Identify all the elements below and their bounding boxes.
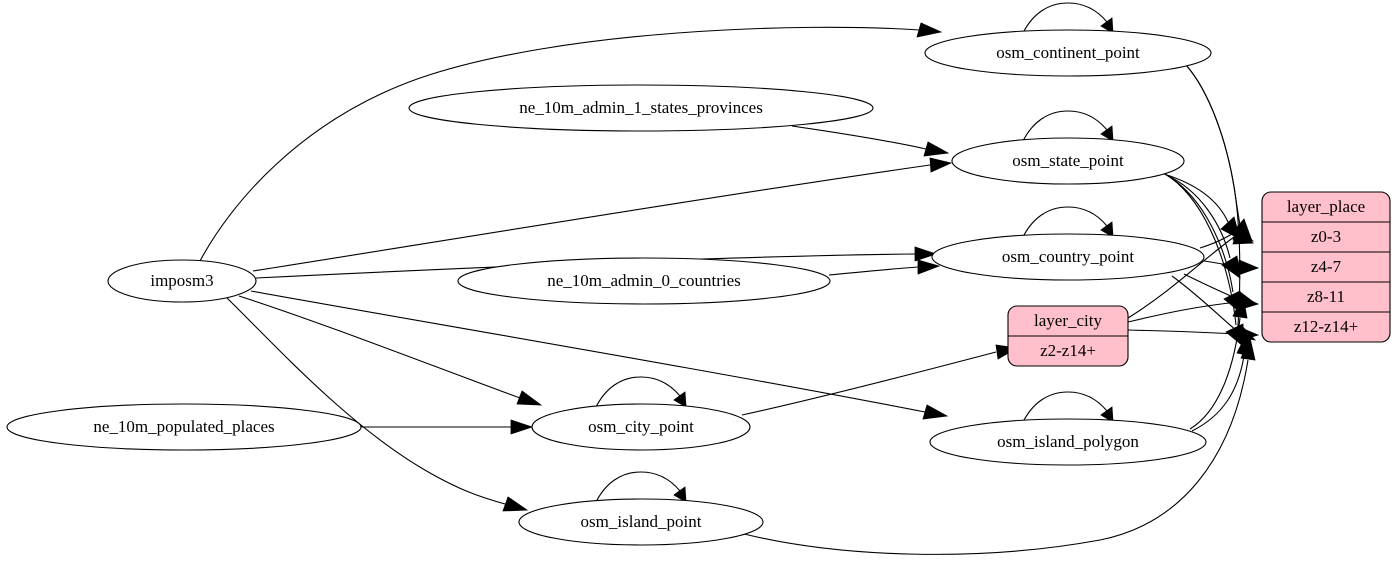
edge-osm_island_polygon-to-layer_place-z12-z14 (1191, 331, 1252, 432)
node-ne_10m_populated_places[interactable]: ne_10m_populated_places (6, 403, 362, 451)
node-label-imposm3: imposm3 (150, 271, 213, 290)
edge-ne_10m_admin_0_countries-to-osm_country_point (828, 259, 941, 276)
edge-self-osm_country_point (1021, 206, 1114, 240)
edge-imposm3-to-osm_state_point (252, 157, 953, 272)
edge-self-osm_city_point (594, 376, 687, 410)
node-label-osm_continent_point: osm_continent_point (996, 43, 1140, 62)
layer-place-row-z4-7[interactable]: z4-7 (1311, 257, 1342, 276)
record-node-layer: layer_place z0-3 z4-7 z8-11 z12-z14+ lay… (1007, 191, 1391, 367)
edge-osm_island_point-to-layer_place-z12-z14 (739, 336, 1256, 555)
layer-place-body (1261, 191, 1391, 343)
node-label-ne_10m_admin_0_countries: ne_10m_admin_0_countries (547, 271, 741, 290)
node-osm_island_polygon[interactable]: osm_island_polygon (929, 418, 1207, 466)
layer-city-title: layer_city (1034, 311, 1102, 330)
node-osm_city_point[interactable]: osm_city_point (531, 403, 751, 451)
edge-self-osm_island_polygon (1021, 391, 1114, 425)
layer-city-row-z2-z14[interactable]: z2-z14+ (1040, 341, 1096, 360)
node-osm_country_point[interactable]: osm_country_point (931, 233, 1205, 281)
edge-osm_city_point-to-layer_city-z2-z14 (741, 344, 1019, 416)
edge-imposm3-to-osm_island_point (226, 297, 529, 512)
edge-osm_state_point-to-layer_place-z0-3 (1163, 173, 1241, 240)
node-label-osm_state_point: osm_state_point (1012, 151, 1124, 170)
edge-self-osm_island_point (594, 471, 687, 505)
node-label-osm_island_point: osm_island_point (581, 512, 702, 531)
record-node-layer_city[interactable]: layer_city z2-z14+ (1007, 305, 1129, 367)
node-ne_10m_admin_0_countries[interactable]: ne_10m_admin_0_countries (457, 257, 831, 305)
edge-layer (199, 2, 1260, 555)
edge-layer_city-to-layer_place-z0-3 (1127, 230, 1255, 319)
edge-ne_10m_populated_places-to-osm_city_point (361, 419, 534, 435)
layer-place-row-z0-3[interactable]: z0-3 (1311, 227, 1341, 246)
node-layer: imposm3 ne_10m_populated_places ne_10m_a… (6, 29, 1212, 546)
layer-place-title: layer_place (1287, 197, 1365, 216)
node-label-osm_city_point: osm_city_point (588, 417, 694, 436)
node-osm_island_point[interactable]: osm_island_point (518, 498, 764, 546)
node-label-ne_10m_admin_1_states_provinces: ne_10m_admin_1_states_provinces (519, 98, 763, 117)
layer-place-row-z8-11[interactable]: z8-11 (1307, 287, 1345, 306)
node-label-ne_10m_populated_places: ne_10m_populated_places (93, 417, 274, 436)
edge-osm_country_point-to-layer_place-z4-7 (1203, 259, 1260, 276)
edge-osm_island_polygon-to-layer_place-z8-11 (1189, 294, 1248, 430)
node-imposm3[interactable]: imposm3 (107, 259, 257, 303)
edge-self-osm_continent_point (1021, 2, 1114, 36)
edge-imposm3-to-osm_island_polygon (250, 290, 949, 420)
layer-place-row-z12-z14[interactable]: z12-z14+ (1294, 317, 1358, 336)
node-label-osm_island_polygon: osm_island_polygon (997, 432, 1139, 451)
node-osm_continent_point[interactable]: osm_continent_point (924, 29, 1212, 77)
node-osm_state_point[interactable]: osm_state_point (951, 137, 1185, 185)
edge-imposm3-to-osm_city_point (238, 295, 543, 406)
record-node-layer_place[interactable]: layer_place z0-3 z4-7 z8-11 z12-z14+ (1261, 191, 1391, 343)
edge-imposm3-to-osm_continent_point (199, 22, 943, 262)
edge-ne_10m_admin_1_states_provinces-to-osm_state_point (791, 125, 950, 157)
node-label-osm_country_point: osm_country_point (1002, 247, 1134, 266)
node-ne_10m_admin_1_states_provinces[interactable]: ne_10m_admin_1_states_provinces (408, 84, 874, 132)
edge-self-osm_state_point (1021, 110, 1114, 144)
